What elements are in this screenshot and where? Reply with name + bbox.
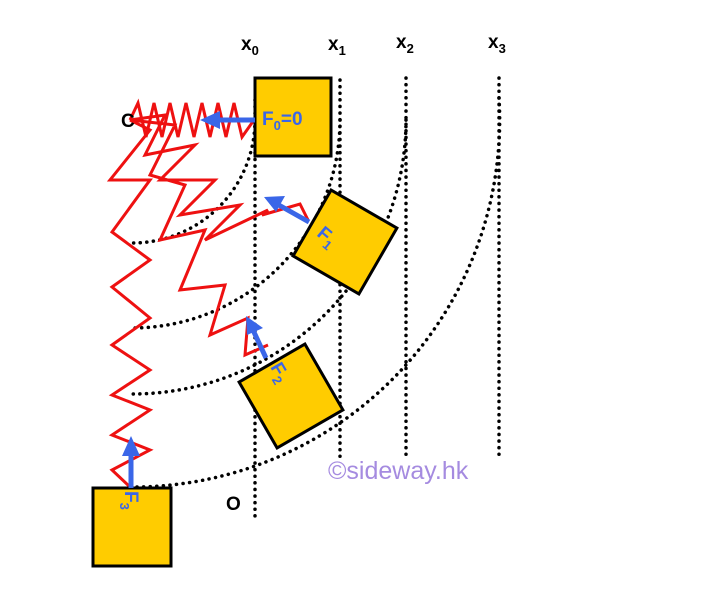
pivot-label: C xyxy=(121,111,135,132)
spring-3 xyxy=(106,118,154,489)
force-arrow-f3 xyxy=(122,436,140,488)
label-x2: x2 xyxy=(396,32,414,56)
arc-x1 xyxy=(130,118,342,330)
force-arrows xyxy=(122,111,311,488)
position-lines xyxy=(253,76,501,522)
blocks xyxy=(91,76,399,568)
force-label-f0: F0=0 xyxy=(262,109,303,133)
block-2 xyxy=(237,342,345,450)
force-arrow-f1 xyxy=(264,196,311,225)
block-0 xyxy=(253,76,333,158)
arc-x3 xyxy=(130,96,502,489)
label-x0: x0 xyxy=(241,34,259,58)
force-label-f3: F3 xyxy=(117,491,141,510)
spring-1 xyxy=(129,113,310,242)
position-labels: x0 x1 x2 x3 xyxy=(241,32,506,58)
origin-label: O xyxy=(226,494,241,515)
watermark: ©sideway.hk xyxy=(328,457,469,485)
force-arrow-f0 xyxy=(200,111,255,129)
block-1 xyxy=(291,188,399,296)
arc-x0 xyxy=(130,118,257,245)
label-x1: x1 xyxy=(328,34,346,58)
force-arrow-f2 xyxy=(246,316,269,360)
path-arcs xyxy=(130,96,502,489)
label-x3: x3 xyxy=(488,32,506,56)
